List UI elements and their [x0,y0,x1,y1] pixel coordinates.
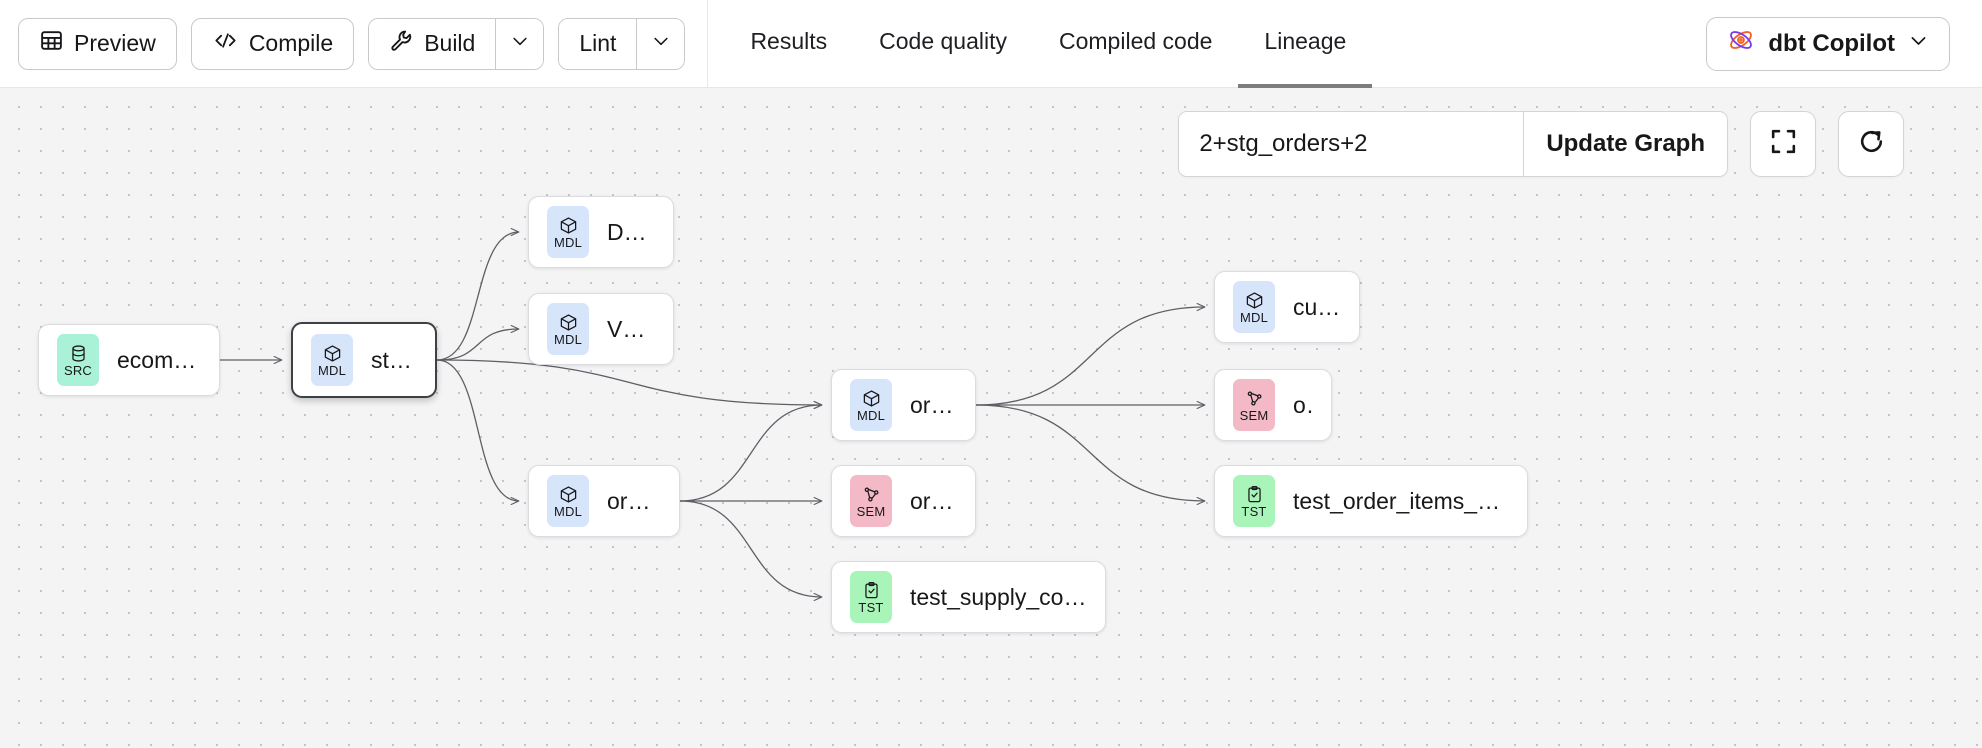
node-type-badge-sem: SEM [850,475,892,527]
tab-results-label: Results [750,28,828,54]
semantic-icon [1245,389,1264,408]
lineage-node-label: ecom.raw_orders [117,346,201,373]
node-type-badge-mdl: MDL [850,379,892,431]
lint-button[interactable]: Lint [559,18,637,69]
node-type-label: MDL [553,503,583,519]
clipboard-check-icon [1245,485,1264,504]
node-type-label: SEM [856,503,886,519]
build-dropdown-toggle[interactable] [495,18,544,69]
toolbar-divider [707,0,709,88]
node-type-badge-mdl: MDL [1233,281,1275,333]
fullscreen-icon [1768,126,1799,162]
top-toolbar: Preview Compile [0,0,1982,88]
tab-results[interactable]: Results [724,0,853,88]
build-split-button: Build [368,17,545,70]
tab-code-quality-label: Code quality [879,28,1007,54]
lineage-node-raw_orders[interactable]: SRC ecom.raw_orders [38,324,220,396]
tab-code-quality[interactable]: Code quality [853,0,1033,88]
lineage-node-label: test_supply_costs_sum_correctly [910,583,1087,610]
node-type-label: MDL [553,234,583,250]
chevron-down-icon [651,31,671,56]
cube-icon [323,344,342,363]
node-type-badge-sem: SEM [1233,379,1275,431]
lineage-node-ve_demo[interactable]: MDL VE_Demo [528,293,674,365]
lint-split-button: Lint [558,17,686,70]
tab-lineage[interactable]: Lineage [1238,0,1373,88]
refresh-button[interactable] [1838,111,1904,177]
fit-view-button[interactable] [1750,111,1816,177]
lineage-node-test_bools[interactable]: TST test_order_items_compute_to_bools_c… [1214,465,1528,537]
graph-controls: Update Graph [1178,111,1904,177]
lineage-node-label: order_items [607,487,661,514]
editor-action-buttons: Preview Compile [18,17,701,70]
node-type-label: SRC [63,362,93,378]
update-graph-button[interactable]: Update Graph [1523,112,1727,176]
lineage-node-orders_mdl[interactable]: MDL orders [831,369,976,441]
cube-icon [862,389,881,408]
lineage-node-stg_orders[interactable]: MDL stg_orders [291,322,437,398]
lineage-node-customers[interactable]: MDL customers [1214,271,1360,343]
lineage-node-label: VE_Demo [607,315,655,342]
preview-button[interactable]: Preview [18,17,177,70]
cube-icon [1245,291,1264,310]
tab-compiled-code[interactable]: Compiled code [1033,0,1238,88]
panel-tabs: Results Code quality Compiled code Linea… [724,0,1373,88]
dbt-copilot-atom-icon [1727,26,1755,61]
node-type-label: MDL [1239,309,1269,325]
compile-label: Compile [248,30,334,56]
lineage-node-demo[interactable]: MDL Demo [528,196,674,268]
tab-compiled-code-label: Compiled code [1059,28,1213,54]
database-icon [69,344,88,363]
lineage-node-label: customers [1293,293,1341,320]
cube-icon [559,216,578,235]
dbt-copilot-button[interactable]: dbt Copilot [1706,16,1950,71]
lineage-node-label: test_order_items_compute_to_bools_c… [1293,487,1509,514]
lineage-node-label: orders [1293,391,1313,418]
lint-label: Lint [579,30,617,56]
node-type-label: SEM [1239,407,1269,423]
node-selector-box: Update Graph [1178,111,1728,177]
node-type-badge-src: SRC [57,334,99,386]
lineage-node-label: Demo [607,218,655,245]
node-type-label: MDL [856,407,886,423]
semantic-icon [862,485,881,504]
cube-icon [559,313,578,332]
build-button[interactable]: Build [369,18,496,69]
node-type-label: MDL [553,331,583,347]
chevron-down-icon [1908,30,1929,58]
tab-lineage-label: Lineage [1264,28,1347,54]
lineage-node-label: order_item [910,487,957,514]
lineage-node-test_supply[interactable]: TST test_supply_costs_sum_correctly [831,561,1106,633]
node-type-badge-mdl: MDL [547,206,589,258]
lineage-nodes: SRCecom.raw_ordersMDLstg_ordersMDLDemoMD… [0,88,1982,748]
node-type-label: MDL [317,362,347,378]
clipboard-check-icon [862,581,881,600]
wrench-icon [389,28,414,59]
lineage-node-label: orders [910,391,957,418]
lineage-node-orders_sem[interactable]: SEM orders [1214,369,1332,441]
node-type-badge-mdl: MDL [547,303,589,355]
preview-label: Preview [74,30,156,56]
node-selector-input[interactable] [1179,112,1524,176]
node-type-label: TST [858,599,884,615]
node-type-badge-tst: TST [1233,475,1275,527]
lineage-node-label: stg_orders [371,346,417,373]
table-icon [39,28,64,59]
lint-dropdown-toggle[interactable] [636,18,685,69]
lineage-canvas[interactable]: Update Graph [0,88,1982,748]
lineage-node-order_item[interactable]: SEM order_item [831,465,976,537]
dbt-copilot-label: dbt Copilot [1768,29,1895,57]
compile-button[interactable]: Compile [190,17,355,70]
cube-icon [559,485,578,504]
node-type-badge-mdl: MDL [311,334,353,386]
chevron-down-icon [510,31,530,56]
refresh-icon [1856,126,1887,162]
lineage-node-order_items[interactable]: MDL order_items [528,465,680,537]
build-label: Build [424,30,476,56]
node-type-badge-mdl: MDL [547,475,589,527]
node-type-badge-tst: TST [850,571,892,623]
node-type-label: TST [1241,503,1267,519]
code-brackets-icon [212,28,239,59]
